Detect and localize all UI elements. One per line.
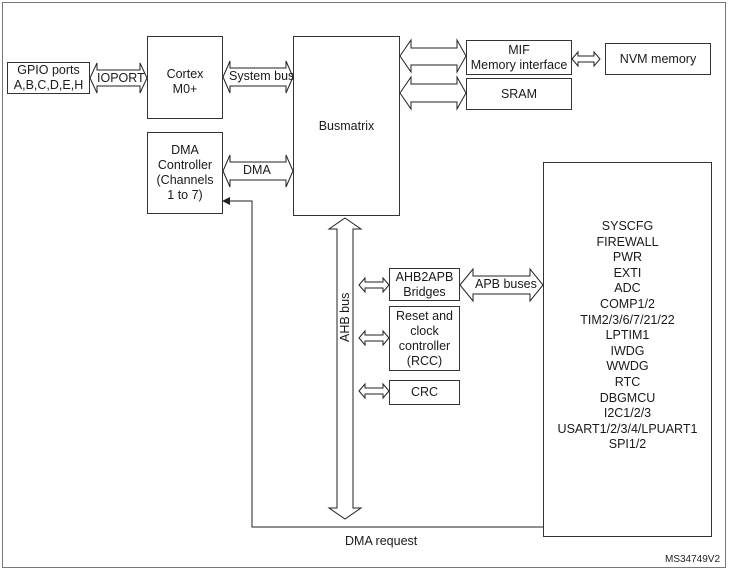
peripheral-item: DBGMCU [599, 390, 656, 405]
cortex-line-1: Cortex [166, 67, 204, 81]
dma-ctrl-line-3: (Channels [156, 173, 214, 187]
ahb-bus-label: AHB bus [338, 292, 352, 342]
ahb2apb-bridges-block: AHB2APB Bridges [389, 268, 460, 301]
peripheral-item: IWDG [610, 343, 645, 358]
peripheral-item: LPTIM1 [605, 328, 650, 343]
nvm-label: NVM memory [619, 51, 697, 66]
peripheral-item: USART1/2/3/4/LPUART1 [557, 421, 698, 436]
peripheral-item: PWR [612, 250, 643, 265]
peripheral-item: SPI1/2 [608, 437, 647, 452]
rcc-link-arrow [358, 329, 390, 347]
cortex-line-2: M0+ [172, 82, 198, 96]
peripheral-item: SYSCFG [601, 219, 654, 233]
gpio-line-1: GPIO ports [17, 63, 80, 77]
rcc-line-2: clock [410, 323, 439, 338]
gpio-ports-block: GPIO ports A,B,C,D,E,H [7, 62, 90, 94]
busmatrix-label: Busmatrix [318, 118, 375, 133]
crc-block: CRC [389, 380, 460, 405]
dma-request-line [226, 200, 543, 528]
ioport-label: IOPORT [97, 71, 145, 85]
gpio-line-2: A,B,C,D,E,H [13, 78, 84, 92]
ahb-bus-arrow [327, 217, 363, 520]
rcc-line-4: (RCC) [406, 353, 443, 368]
ahb2apb-line-1: AHB2APB [395, 269, 454, 284]
dma-ctrl-line-1: DMA [171, 143, 199, 157]
ahb2apb-line-2: Bridges [403, 284, 446, 299]
crc-link-arrow [358, 382, 390, 400]
sram-label: SRAM [500, 86, 538, 101]
mif-line-1: MIF [508, 42, 530, 57]
peripheral-item: I2C1/2/3 [603, 406, 652, 421]
dma-controller-block: DMA Controller (Channels 1 to 7) [147, 132, 223, 214]
apb-buses-label: APB buses [475, 277, 537, 291]
busmatrix-block: Busmatrix [293, 36, 400, 216]
peripheral-item: EXTI [613, 265, 642, 280]
rcc-line-3: controller [398, 338, 451, 353]
rcc-block: Reset and clock controller (RCC) [389, 306, 460, 371]
peripherals-block: SYSCFG FIREWALL PWR EXTI ADC COMP1/2 TIM… [543, 162, 712, 537]
ahb2apb-link-arrow [358, 276, 390, 294]
mif-arrow [399, 38, 467, 74]
reference-code: MS34749V2 [665, 554, 721, 565]
crc-label: CRC [410, 385, 439, 399]
peripheral-item: FIREWALL [596, 234, 659, 249]
nvm-memory-block: NVM memory [605, 43, 711, 75]
dma-ctrl-line-2: Controller [157, 158, 213, 172]
peripheral-item: RTC [614, 374, 641, 389]
peripheral-item: ADC [614, 281, 641, 296]
sram-block: SRAM [466, 78, 572, 110]
mif-block: MIF Memory interface [466, 40, 572, 75]
rcc-line-1: Reset and [396, 308, 453, 323]
nvm-arrow [571, 50, 601, 68]
system-bus-label: System bus [229, 69, 295, 83]
dma-bus-label: DMA [243, 163, 271, 177]
mif-line-2: Memory interface [470, 57, 568, 72]
dma-ctrl-line-4: 1 to 7) [167, 188, 203, 202]
dma-request-arrowhead [222, 197, 230, 205]
sram-arrow [399, 75, 467, 111]
cortex-block: Cortex M0+ [147, 36, 223, 119]
peripheral-item: WWDG [606, 359, 649, 374]
dma-request-label: DMA request [345, 534, 418, 548]
peripheral-item: TIM2/3/6/7/21/22 [580, 312, 675, 327]
peripheral-item: COMP1/2 [600, 296, 655, 311]
